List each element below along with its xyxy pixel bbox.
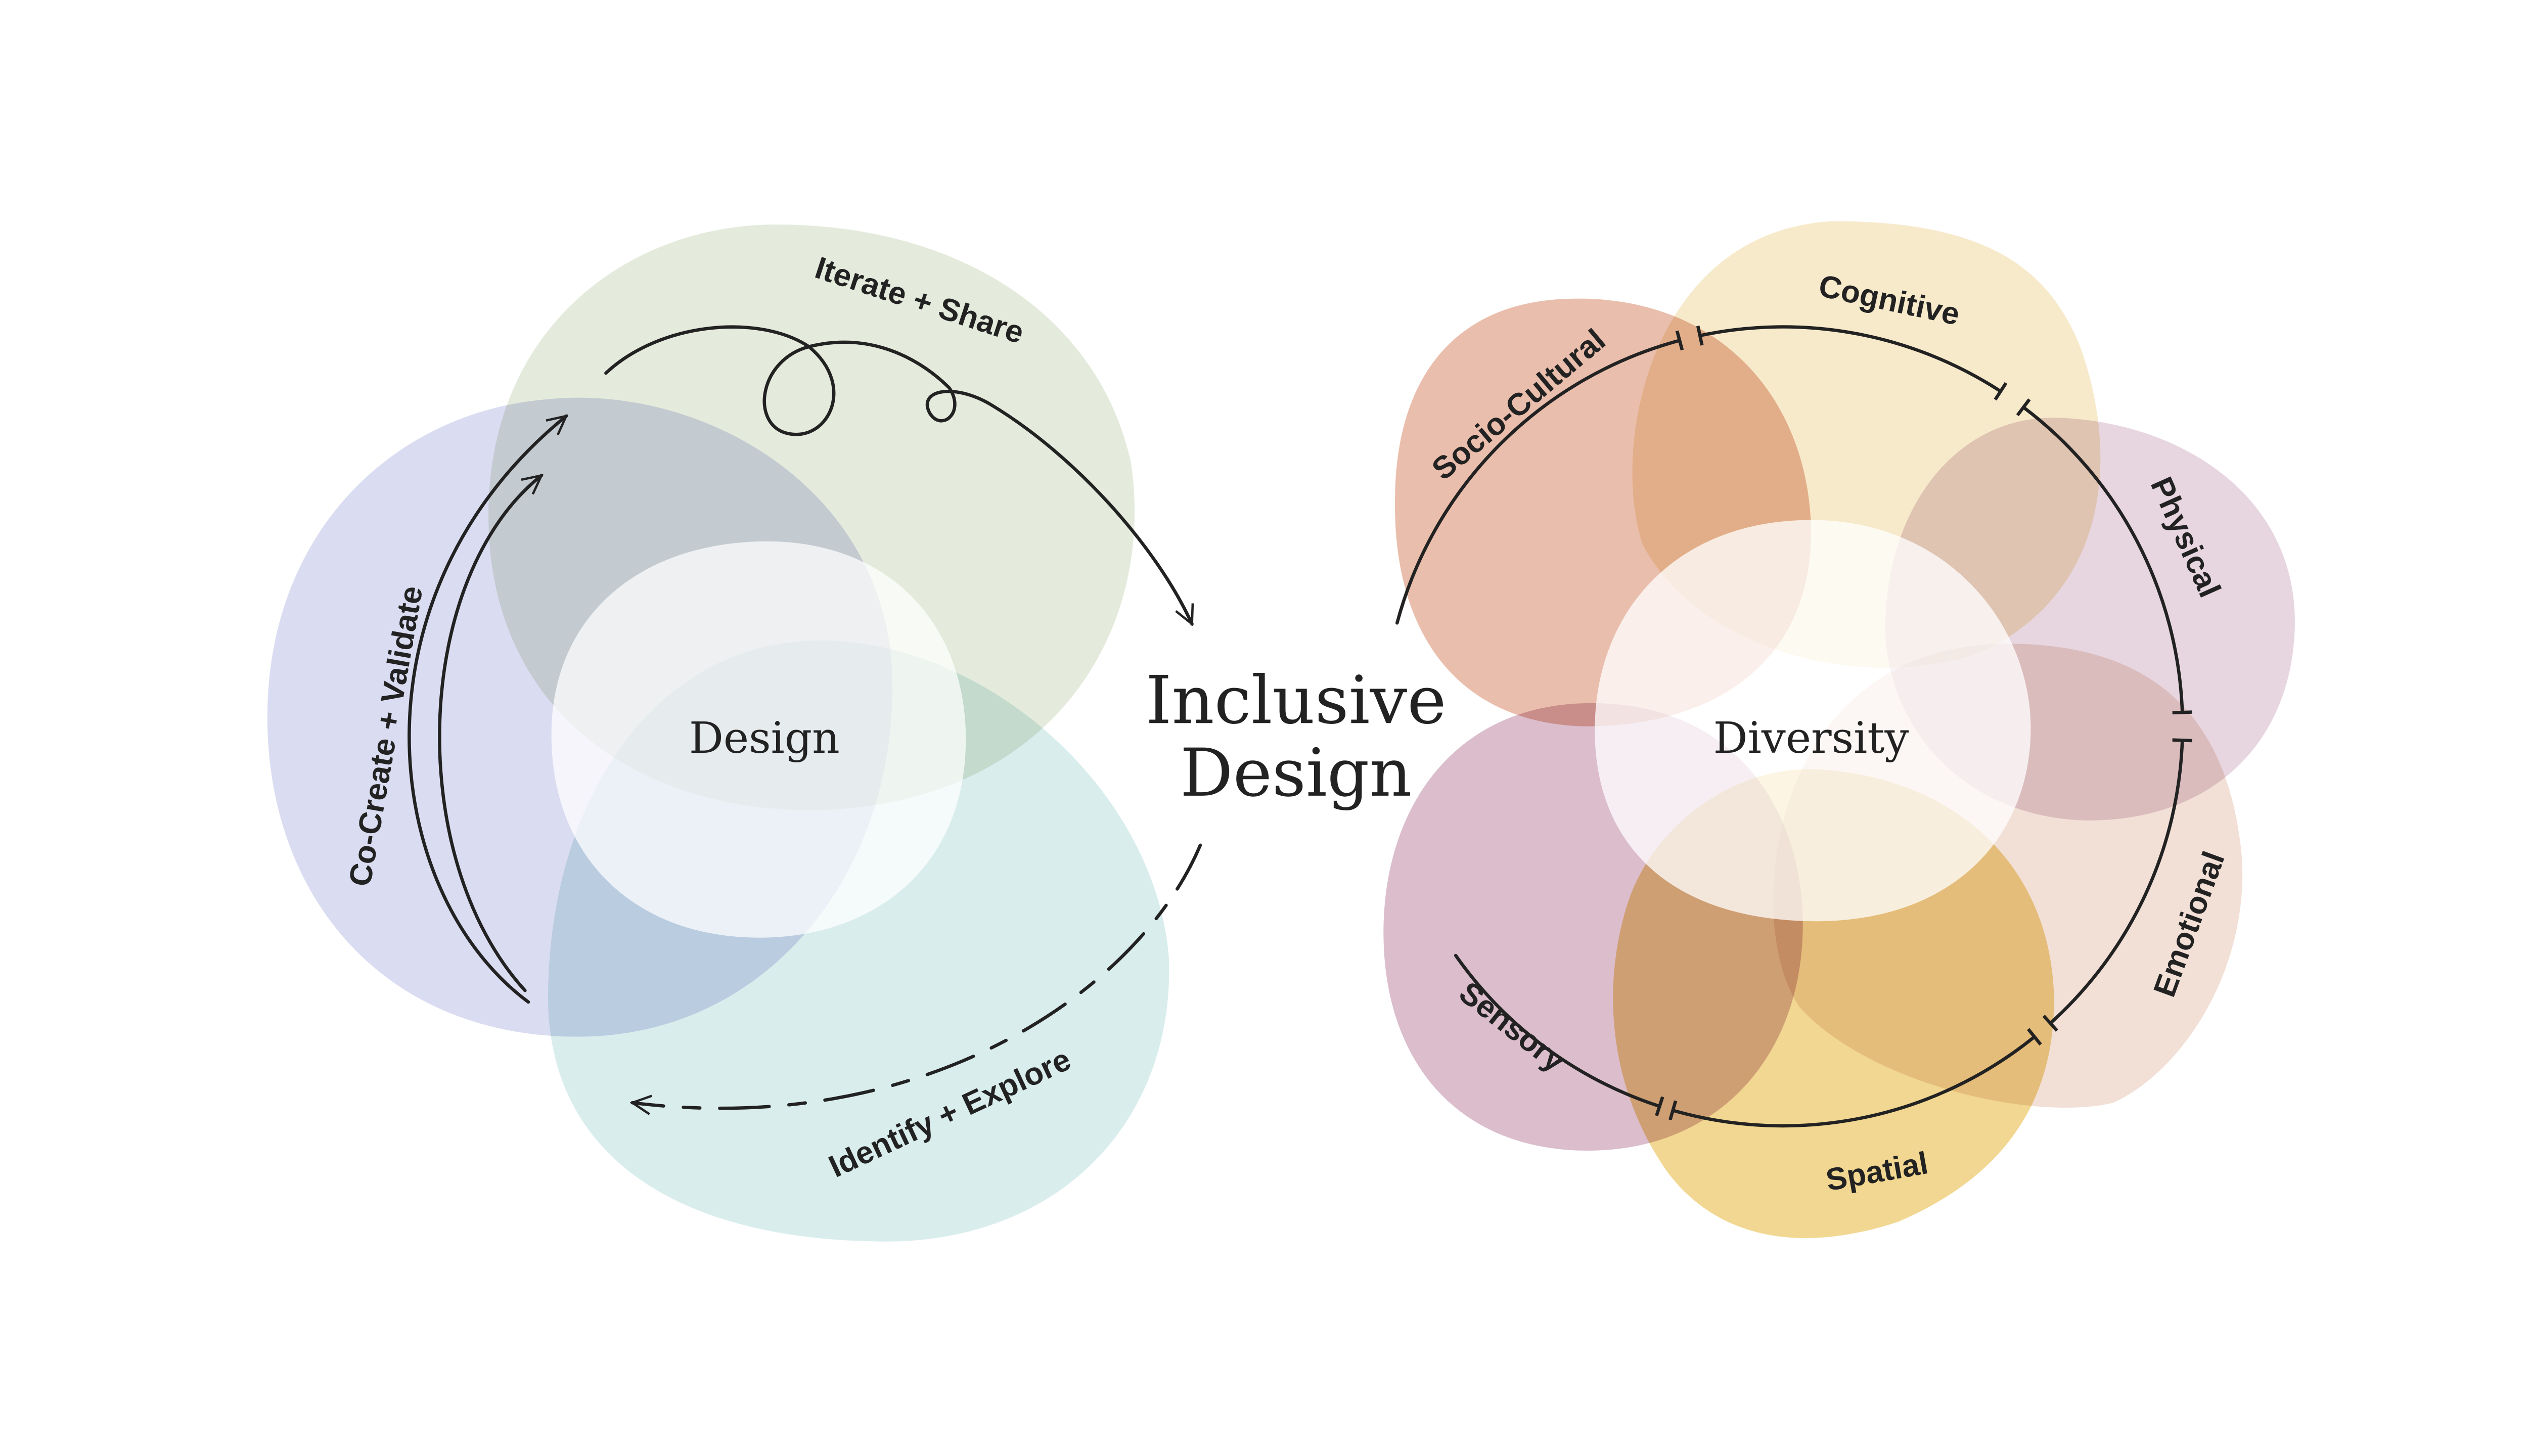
arc-tick	[1655, 1096, 1664, 1116]
arc-segment	[2021, 405, 2184, 714]
arc-tick	[1994, 382, 2008, 401]
arc-tick	[2042, 1015, 2058, 1032]
iterate-arrow	[604, 325, 1192, 624]
cocreate-arrow-outer	[408, 414, 566, 1004]
design-core	[551, 541, 966, 938]
title-line-1: Inclusive	[1146, 662, 1447, 739]
title-line-2: Design	[1180, 735, 1412, 811]
diversity-label: Diversity	[1713, 713, 1909, 763]
arc-segment	[1671, 1035, 2037, 1128]
identify-arrow	[633, 843, 1202, 1108]
arc-tick	[1675, 330, 1684, 351]
title: Inclusive Design	[1146, 662, 1447, 811]
design-cycle: Design Iterate + Share Co-Create + Valid…	[267, 224, 1202, 1242]
arc-segment	[1698, 325, 2003, 393]
diversity-arcs	[1395, 325, 2192, 1128]
cocreate-arrow-inner	[438, 474, 541, 992]
diversity-cycle: Diversity Socio-Cultural Cognitive Physi…	[1383, 221, 2295, 1238]
diversity-core	[1595, 520, 2031, 922]
arc-tick	[2172, 738, 2192, 743]
arc-tick	[2026, 1028, 2042, 1046]
arc-segment	[1454, 953, 1661, 1108]
arc-segment	[1395, 339, 1682, 625]
arc-segment	[2049, 739, 2184, 1025]
design-label: Design	[689, 713, 840, 763]
arc-tick	[2016, 398, 2031, 417]
arc-tick	[1668, 1100, 1678, 1121]
arc-tick	[1696, 325, 1704, 346]
